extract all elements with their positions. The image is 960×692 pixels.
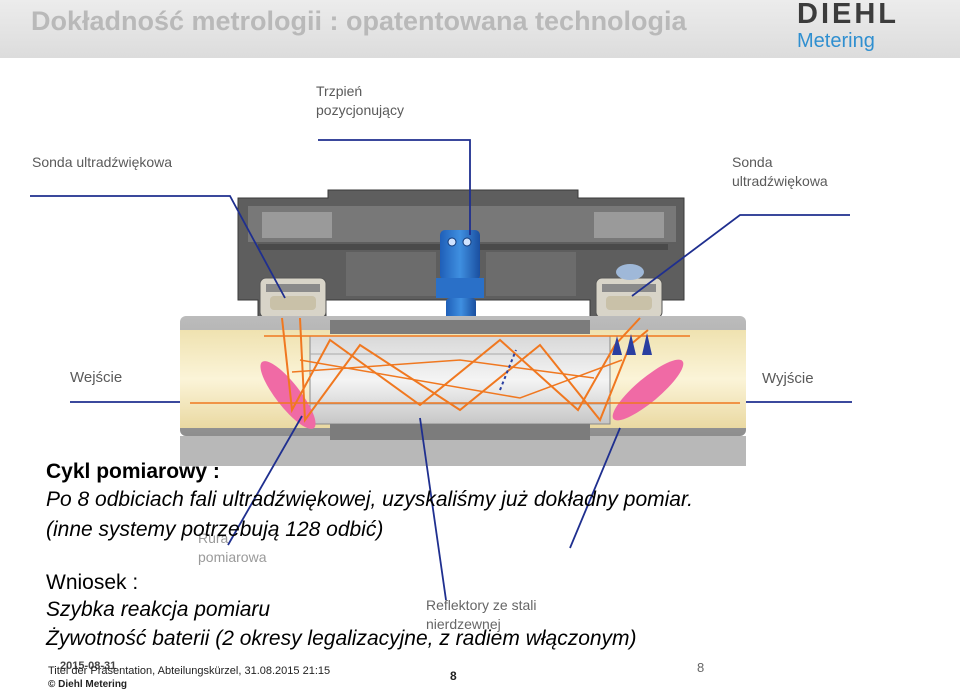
reflector-left: [260, 361, 316, 429]
conclusion-line2: Żywotność baterii (2 okresy legalizacyjn…: [46, 627, 637, 650]
inlet-label: Wejście: [70, 369, 123, 386]
logo-subtext: Metering: [797, 30, 875, 52]
pin-label-line1: Trzpień: [316, 83, 363, 99]
probe-right-label-line2: ultradźwiękowa: [732, 173, 828, 189]
header-bar: Dokładność metrologii : opatentowana tec…: [0, 0, 960, 58]
pin-label-line2: pozycjonujący: [316, 102, 404, 118]
outlet-label: Wyjście: [762, 370, 814, 387]
cycle-text-line1: Po 8 odbiciach fali ultradźwiękowej, uzy…: [46, 488, 694, 511]
tube-label: Rura pomiarowa: [198, 529, 266, 567]
conclusion-line1: Szybka reakcja pomiaru: [46, 598, 271, 621]
logo-wordmark: DIEHL: [797, 0, 899, 30]
cycle-text-line2: (inne systemy potrzebują 128 odbić): [46, 518, 384, 541]
footer-page-number-right: 8: [697, 660, 705, 675]
footer-presentation: Titel der Präsentation, Abteilungskürzel…: [48, 665, 331, 677]
reflectors-label-line2: nierdzewnej: [426, 616, 501, 632]
reflectors-label: Reflektory ze stali nierdzewnej: [426, 596, 536, 634]
footer-copyright: © Diehl Metering: [48, 679, 128, 690]
page-title: Dokładność metrologii : opatentowana tec…: [31, 6, 687, 36]
pin-label: Trzpień pozycjonujący: [316, 82, 404, 120]
tube-label-line1: Rura: [198, 530, 229, 546]
probe-right-label-line1: Sonda: [732, 154, 773, 170]
footer-date: 2015-08-31: [60, 660, 117, 672]
probe-right-label: Sonda ultradźwiękowa: [732, 153, 828, 191]
reflector-right: [612, 359, 684, 421]
reflectors-label-line1: Reflektory ze stali: [426, 597, 537, 613]
ultrasound-path: [190, 317, 740, 423]
ultrasound-arrows: [612, 333, 652, 355]
label-pointer-lines: [30, 139, 852, 601]
diehl-metering-logo: DIEHL Metering: [795, 0, 940, 56]
probe-right-transducer: [595, 264, 663, 319]
probe-left-label: Sonda ultradźwiękowa: [32, 154, 173, 170]
tube-label-line2: pomiarowa: [198, 549, 267, 565]
footer-page-number-center: 8: [450, 669, 457, 683]
probe-left-transducer: [259, 277, 327, 319]
flow-direction-marker: [499, 349, 517, 391]
conclusion-heading: Wniosek :: [46, 571, 139, 594]
cycle-heading: Cykl pomiarowy :: [46, 460, 220, 483]
